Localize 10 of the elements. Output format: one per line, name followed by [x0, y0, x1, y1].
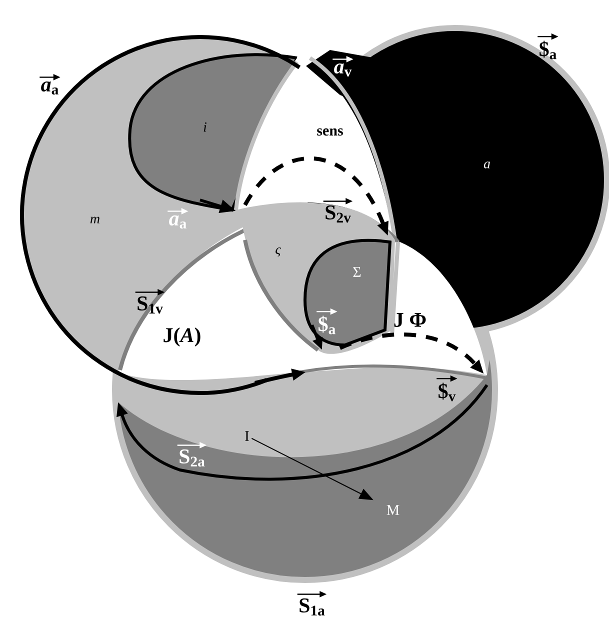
region-label: M: [386, 505, 400, 515]
region-label: J(A): [164, 327, 200, 347]
region-label: J Φ: [394, 313, 426, 327]
region-label: sens: [317, 128, 343, 136]
region-label: m: [90, 216, 100, 224]
region-label: i: [204, 122, 207, 132]
region-label: a: [484, 162, 490, 168]
region-label: I: [245, 431, 249, 441]
region-label: Σ: [353, 267, 361, 277]
region-label: ς: [276, 248, 281, 256]
